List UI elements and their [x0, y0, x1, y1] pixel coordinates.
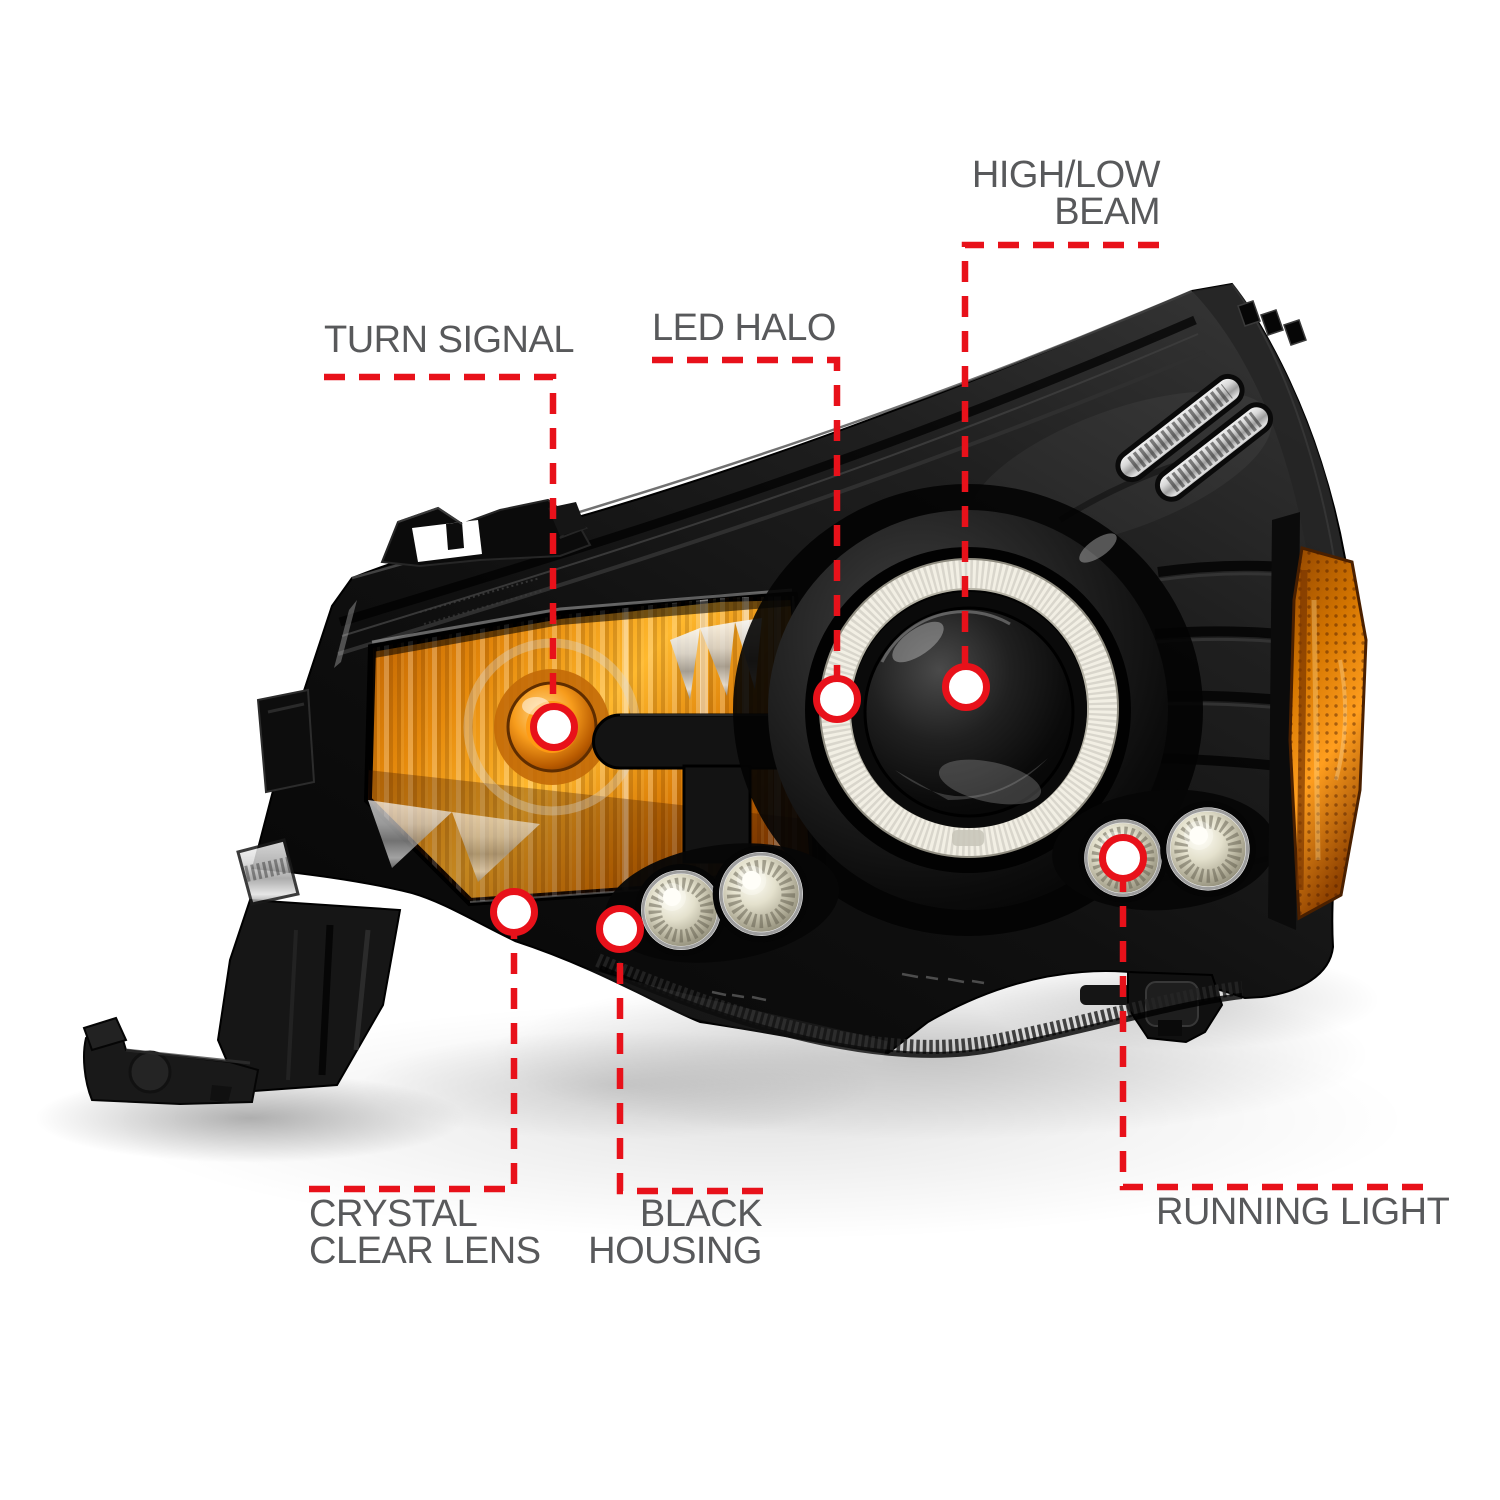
projector-lens: [863, 606, 1075, 818]
front-leds: [604, 829, 840, 963]
callout-label-led-halo: LED HALO: [652, 307, 836, 349]
housing-vent-notches: [1237, 300, 1307, 346]
label-line: BLACK: [639, 1193, 763, 1235]
callout-label-running-light: RUNNING LIGHT: [1156, 1191, 1450, 1233]
label-line: HOUSING: [588, 1230, 762, 1272]
high-low-beam-marker-dot: [942, 663, 990, 711]
label-line: HIGH/LOW: [971, 154, 1161, 196]
mounting-bracket: [82, 898, 402, 1106]
running-light-marker-dot: [1099, 834, 1147, 882]
label-line: LED HALO: [652, 307, 836, 349]
label-line: CRYSTAL: [309, 1193, 478, 1235]
callout-label-black-housing: BLACK HOUSING: [462, 1193, 763, 1272]
bottom-trim: [426, 924, 1243, 1063]
label-line: BEAM: [1054, 191, 1160, 233]
lens-left-tip: [236, 600, 357, 906]
callout-label-turn-signal: TURN SIGNAL: [324, 319, 574, 361]
black-housing-marker-dot: [596, 905, 644, 953]
top-mount-tab: [380, 498, 592, 568]
callout-led-halo-connector: [652, 356, 861, 723]
callout-label-high-low-beam: HIGH/LOW BEAM: [860, 154, 1161, 233]
callout-running-light-connector: [1099, 834, 1423, 1191]
led-halo-marker-dot: [813, 675, 861, 723]
label-line: RUNNING LIGHT: [1156, 1191, 1450, 1233]
callout-black-housing-connector: [596, 905, 763, 1195]
crystal-clear-lens-marker-dot: [490, 888, 538, 936]
side-mount-tab: [256, 688, 316, 794]
running-light-leds: [1052, 789, 1276, 911]
label-line: CLEAR LENS: [309, 1230, 541, 1272]
amber-side-reflector: [1268, 512, 1368, 930]
label-line: TURN SIGNAL: [324, 319, 574, 361]
housing-grooves: [337, 315, 1206, 656]
callout-turn-signal-connector: [324, 373, 578, 751]
callout-high-low-beam-connector: [942, 241, 1159, 711]
turn-signal-marker-dot: [530, 703, 578, 751]
drl-chrome-strips: [1079, 373, 1274, 563]
callout-label-crystal-clear-lens: CRYSTAL CLEAR LENS: [309, 1193, 541, 1272]
callout-crystal-clear-lens-connector: [309, 888, 538, 1193]
